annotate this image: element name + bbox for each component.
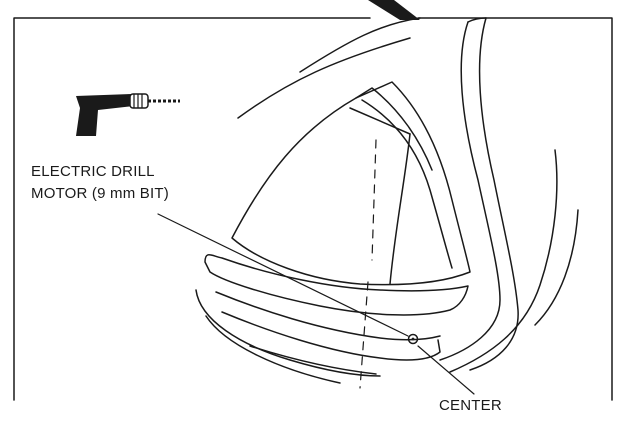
lens-inner-curve <box>361 99 453 269</box>
bumper-strip-3 <box>221 311 441 361</box>
lens-inner-divider <box>389 133 411 285</box>
shell-right-pillar-3 <box>449 149 558 373</box>
shell-outer-curve <box>299 17 421 73</box>
shell-right-pillar-1 <box>439 21 501 361</box>
shell-inner-curve <box>237 37 411 119</box>
center-leader-line <box>417 345 475 395</box>
shell-right-pillar-outer <box>467 17 487 23</box>
drill-label-line1: ELECTRIC DRILL <box>31 163 155 180</box>
drill-point-marker <box>407 333 419 345</box>
lens-inner-top <box>355 87 433 171</box>
shell-far-right-curve <box>534 209 579 326</box>
figure-frame <box>13 17 613 401</box>
center-line-upper <box>371 139 377 261</box>
frame-top-marker <box>368 0 420 20</box>
shell-left-bottom-curve <box>195 289 381 377</box>
drill-label-line2: MOTOR (9 mm BIT) <box>31 185 169 202</box>
lens-outer <box>231 81 471 286</box>
bumper-strip-4 <box>249 345 377 375</box>
lens-inner-reflect <box>349 107 411 135</box>
bumper-strip-2 <box>215 291 441 341</box>
shell-left-bottom-curve-2 <box>205 315 341 384</box>
drill-leader-line <box>157 213 409 337</box>
center-line-lower <box>359 281 369 389</box>
electric-drill-icon <box>76 93 180 136</box>
center-label: CENTER <box>439 397 502 414</box>
bumper-strip-1 <box>204 254 469 316</box>
shell-right-pillar-2 <box>469 17 519 371</box>
